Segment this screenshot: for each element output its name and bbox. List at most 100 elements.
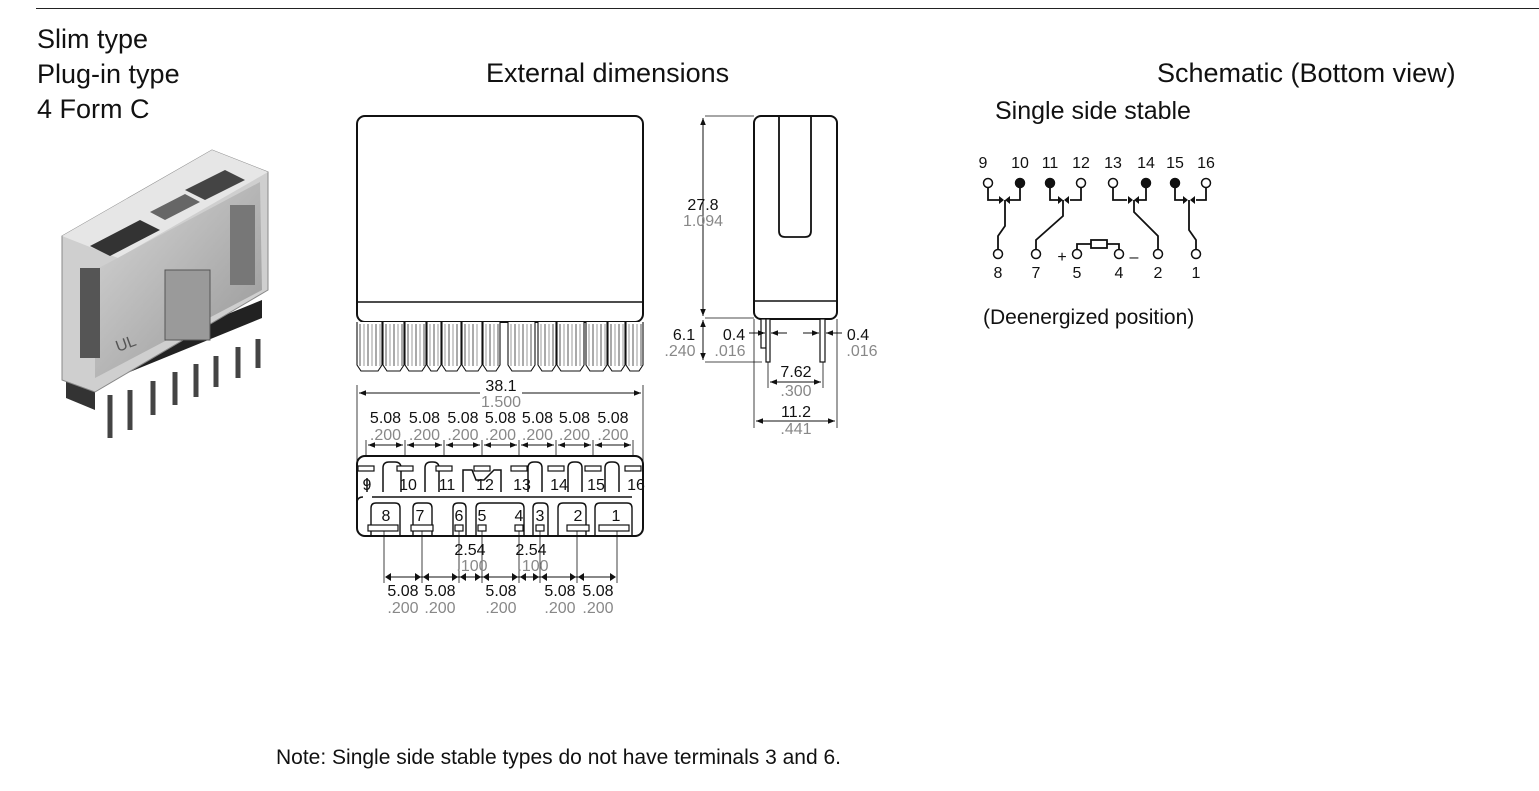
terminal-pad xyxy=(514,524,524,532)
sch-bottom-pin-5: 5 xyxy=(1073,265,1082,282)
pin-no-filled xyxy=(1014,177,1026,189)
terminal-7: 7 xyxy=(416,508,425,525)
type-plugin: Plug-in type xyxy=(37,59,180,89)
top-pitch-mm: 5.08 xyxy=(522,410,553,427)
front-view xyxy=(356,115,644,372)
top-pitch-mm: 5.08 xyxy=(597,410,628,427)
photo-pins xyxy=(107,339,261,438)
sch-top-pin-16: 16 xyxy=(1197,155,1215,172)
terminal-6: 6 xyxy=(455,508,464,525)
terminal-5: 5 xyxy=(478,508,487,525)
pin-length-inch: .240 xyxy=(664,343,695,360)
svg-text:UL: UL xyxy=(114,333,139,356)
terminal-pad xyxy=(473,465,491,472)
terminal-13: 13 xyxy=(513,477,531,494)
small-pitch-mm: 2.54 xyxy=(515,542,546,559)
schematic-title: Schematic (Bottom view) xyxy=(1157,58,1456,88)
terminal-9: 9 xyxy=(363,477,372,494)
terminal-14: 14 xyxy=(550,477,568,494)
pin-common xyxy=(1113,248,1125,260)
top-pitch-mm: 5.08 xyxy=(447,410,478,427)
sch-top-pin-12: 12 xyxy=(1072,155,1090,172)
width-mm: 11.2 xyxy=(781,404,811,421)
terminal-12: 12 xyxy=(476,477,494,494)
row-spacing-inch: .300 xyxy=(780,383,811,400)
pin-length-mm: 6.1 xyxy=(673,327,695,344)
bottom-pitch-mm: 5.08 xyxy=(387,583,418,600)
width-inch: .441 xyxy=(780,421,811,438)
schematic-state-label: (Deenergized position) xyxy=(983,306,1195,329)
terminal-2: 2 xyxy=(574,508,583,525)
terminal-10: 10 xyxy=(399,477,417,494)
top-pitch-mm: 5.08 xyxy=(370,410,401,427)
front-pin xyxy=(482,322,501,372)
bottom-view: 38.1 1.500 5.08.2005.08.2005.08.2005.08.… xyxy=(356,378,645,617)
terminal-pad xyxy=(510,465,528,472)
front-pin xyxy=(607,322,626,372)
bottom-pitch-inch: .200 xyxy=(544,600,575,617)
front-pin xyxy=(625,322,644,372)
terminal-pad xyxy=(624,465,642,472)
sch-bottom-pin-2: 2 xyxy=(1154,265,1163,282)
height-mm: 27.8 xyxy=(687,197,718,214)
side-body-outline xyxy=(753,115,838,320)
height-inch: 1.094 xyxy=(683,213,723,230)
terminal-4: 4 xyxy=(515,508,524,525)
bottom-pitch-inch: .200 xyxy=(485,600,516,617)
top-pitch-inch: .200 xyxy=(597,427,628,444)
terminal-pad xyxy=(598,524,630,532)
schematic-arrowheads xyxy=(999,196,1195,204)
row-spacing-mm: 7.62 xyxy=(780,364,811,381)
bottom-pitch-inch: .200 xyxy=(582,600,613,617)
pin-common xyxy=(1152,248,1164,260)
terminal-pad xyxy=(454,524,464,532)
pin-common xyxy=(992,248,1004,260)
small-pitch-inch: .100 xyxy=(456,558,487,575)
bottom-pitch-mm: 5.08 xyxy=(582,583,613,600)
sch-top-pin-15: 15 xyxy=(1166,155,1184,172)
terminal-pad xyxy=(584,465,602,472)
sch-top-pin-13: 13 xyxy=(1104,155,1122,172)
sch-bottom-pin-4: 4 xyxy=(1115,265,1124,282)
type-slim: Slim type xyxy=(37,24,149,54)
pin-nc-open xyxy=(982,177,994,189)
sch-bottom-pin-1: 1 xyxy=(1192,265,1201,282)
pin-thickness-right-inch: .016 xyxy=(846,343,877,360)
top-pitch-inch: .200 xyxy=(522,427,553,444)
schematic-diagram xyxy=(987,188,1207,251)
pin-common xyxy=(1030,248,1042,260)
pin-thickness-right-mm: 0.4 xyxy=(847,327,869,344)
pin-common xyxy=(1071,248,1083,260)
front-pin xyxy=(441,322,462,372)
pin-common xyxy=(1190,248,1202,260)
terminal-pad xyxy=(367,524,399,532)
front-pin xyxy=(537,322,557,372)
small-pitch-mm: 2.54 xyxy=(454,542,485,559)
terminal-pad xyxy=(396,465,414,472)
pin-no-filled xyxy=(1169,177,1181,189)
top-pitch-inch: .200 xyxy=(370,427,401,444)
top-rule xyxy=(36,8,1539,9)
bottom-pitch-inch: .200 xyxy=(387,600,418,617)
pin-nc-open xyxy=(1075,177,1087,189)
schematic-subtitle: Single side stable xyxy=(995,97,1191,125)
sch-bottom-pin-8: 8 xyxy=(994,265,1003,282)
side-view: 27.8 1.094 6.1 .240 0.4 .016 0.4 .016 7.… xyxy=(664,115,878,438)
terminal-pad xyxy=(547,465,565,472)
sch-bottom-pin-7: 7 xyxy=(1032,265,1041,282)
terminal-16: 16 xyxy=(627,477,645,494)
pin-no-filled xyxy=(1140,177,1152,189)
small-pitch-inch: .100 xyxy=(517,558,548,575)
terminal-3: 3 xyxy=(536,508,545,525)
sch-top-pin-10: 10 xyxy=(1011,155,1029,172)
pin-thickness-left-inch: .016 xyxy=(714,343,745,360)
external-dimensions-title: External dimensions xyxy=(486,58,730,88)
terminal-pad xyxy=(535,524,545,532)
top-pitch-inch: .200 xyxy=(447,427,478,444)
terminal-pad xyxy=(357,465,375,472)
relay-photo: UL xyxy=(61,149,269,438)
